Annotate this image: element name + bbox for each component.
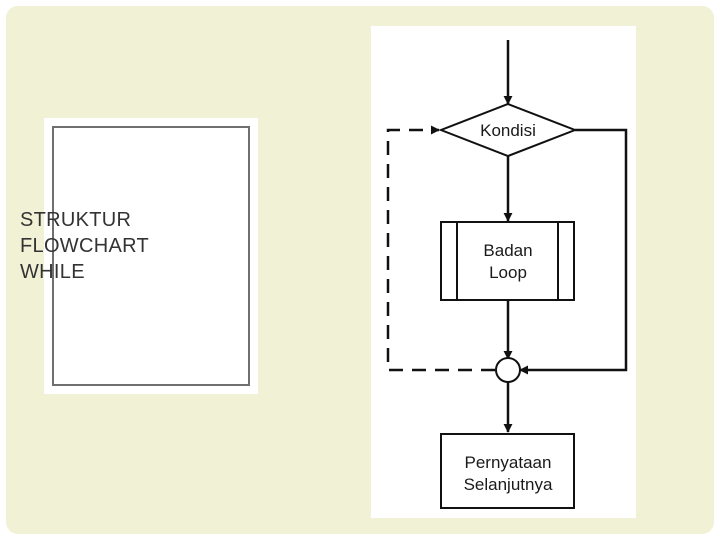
title-frame: [52, 126, 250, 386]
title-line-2: FLOWCHART: [20, 235, 149, 257]
condition-label: Kondisi: [480, 121, 536, 140]
connector-circle: [495, 357, 521, 383]
false-branch-line: [519, 128, 628, 375]
loop-body-label-2: Loop: [489, 263, 527, 282]
next-statement-label-2: Selanjutnya: [464, 475, 553, 494]
loop-back-dashed-line: [386, 125, 495, 372]
title-placeholder: [44, 118, 258, 394]
next-statement-label-1: Pernyataan: [465, 453, 552, 472]
while-flowchart: Kondisi Badan Loop Pernyataan Selanjutny…: [371, 26, 636, 518]
slide-title: STRUKTUR FLOWCHART WHILE: [20, 207, 220, 285]
loop-body-box: [440, 221, 575, 301]
loop-body-label-1: Badan: [483, 241, 532, 260]
title-line-1: STRUKTUR: [20, 209, 132, 231]
title-line-3: WHILE: [20, 261, 85, 283]
next-statement-box: [440, 433, 575, 509]
